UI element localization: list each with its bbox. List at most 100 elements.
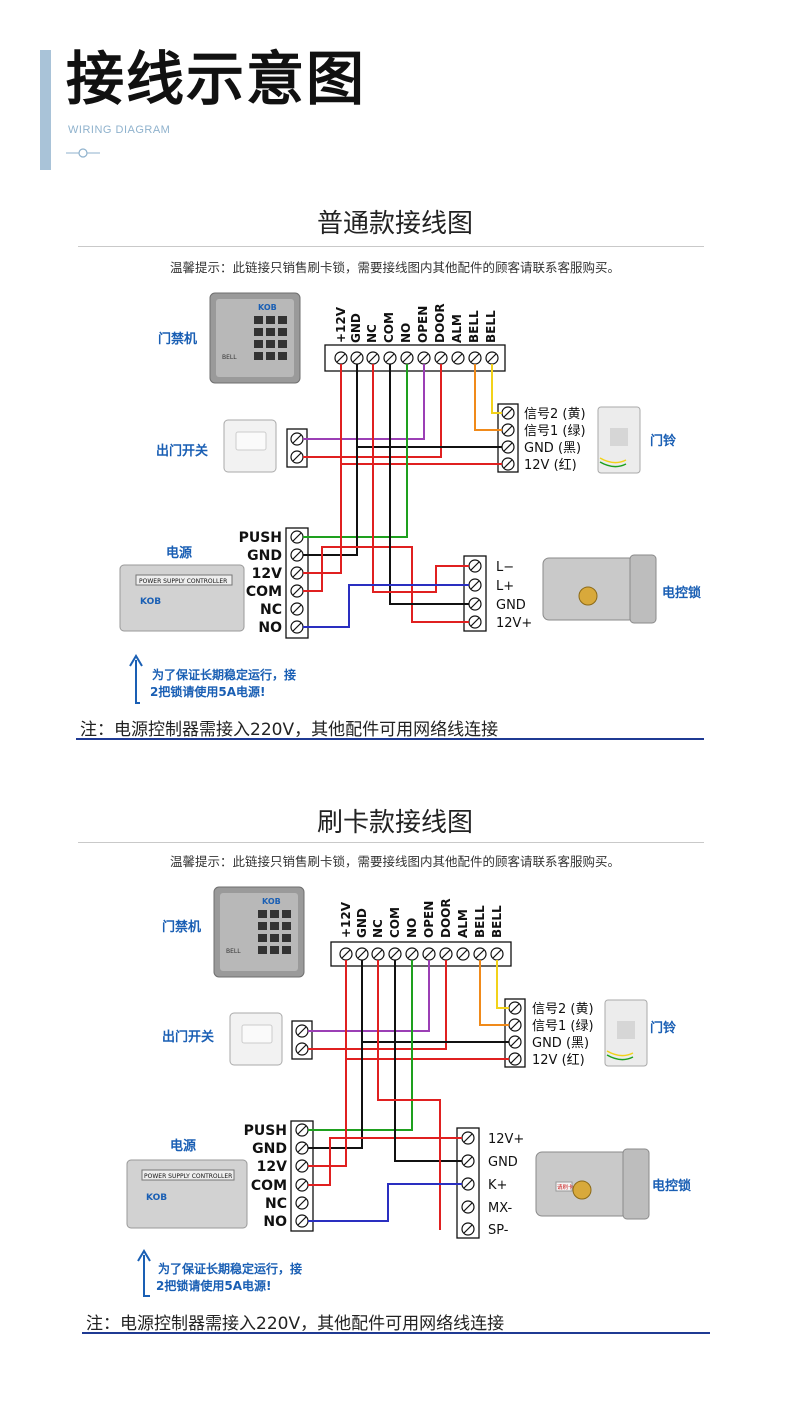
- screw-slot: [341, 949, 351, 959]
- access-controller-device: KOB BELL: [209, 292, 301, 384]
- screw-slot: [292, 452, 302, 462]
- header-ornament-icon: [66, 148, 100, 158]
- doorbell-terminal-labels: 信号2 (黄) 信号1 (绿) GND (黑) 12V (红): [524, 407, 586, 473]
- controller-terminal-labels: +12V GND NC COM NO OPEN DOOR ALM BELL BE…: [334, 303, 498, 343]
- screw-slot: [470, 580, 480, 590]
- doorbell-terminal: [504, 998, 526, 1068]
- header-accent-bar: [40, 50, 51, 170]
- wiring-diagram-2: KOB BELL 门禁机 +12V GND NC COM NO OPEN DOO…: [126, 886, 691, 1297]
- wire-yellow-bell: [496, 960, 509, 1009]
- bell-term-label: GND (黑): [524, 441, 581, 456]
- term-label: BELL: [484, 310, 498, 343]
- bell-term-label: GND (黑): [532, 1036, 589, 1051]
- electric-lock-device: [542, 554, 657, 624]
- label-access-controller: 门禁机: [162, 919, 201, 935]
- wire-black-bell: [361, 960, 509, 1043]
- term-label: BELL: [473, 905, 487, 938]
- screw-slot: [297, 1125, 307, 1135]
- lock-terminal-labels: 12V+ GND K+ MX- SP-: [488, 1132, 524, 1238]
- psu-term-label: 12V: [257, 1159, 287, 1175]
- psu-term-label: NC: [260, 602, 282, 618]
- screw-slot: [292, 550, 302, 560]
- exit-switch-device: [223, 419, 277, 473]
- bell-term-label: 12V (红): [524, 457, 577, 473]
- wire-green-push: [308, 960, 413, 1131]
- psu-term-label: 12V: [252, 566, 282, 582]
- lock-term-label: K+: [488, 1178, 507, 1193]
- term-label: +12V: [334, 306, 348, 343]
- exit-switch-screws: [290, 432, 304, 464]
- screw-slot: [475, 949, 485, 959]
- section-1-title: 普通款接线图: [316, 209, 473, 239]
- psu-term-label: NC: [265, 1196, 287, 1212]
- term-label: BELL: [467, 310, 481, 343]
- bell-term-label: 信号1 (绿): [532, 1019, 594, 1034]
- access-controller-device: KOB BELL: [213, 886, 305, 978]
- term-label: NC: [365, 324, 379, 343]
- wire-yellow-bell: [491, 364, 502, 414]
- screw-slot: [368, 353, 378, 363]
- psu-term-label: COM: [246, 584, 282, 600]
- label-doorbell: 门铃: [650, 433, 676, 449]
- term-label: GND: [355, 908, 369, 938]
- page-subtitle: WIRING DIAGRAM: [68, 124, 171, 136]
- screw-slot: [292, 586, 302, 596]
- screw-slot: [292, 568, 302, 578]
- lock-term-label: GND: [488, 1155, 518, 1170]
- electric-lock-device: 请刷卡: [535, 1148, 650, 1220]
- wire-red-bell: [345, 960, 509, 1060]
- psu-term-label: NO: [263, 1214, 287, 1230]
- screw-slot: [385, 353, 395, 363]
- psu-face-label: POWER SUPPLY CONTROLLER: [139, 578, 227, 585]
- wire-red-12v: [308, 1059, 347, 1167]
- screw-slot: [436, 353, 446, 363]
- wire-blue-no: [303, 584, 469, 628]
- section-1-note-underline: [76, 738, 704, 740]
- section-2-divider: [78, 842, 704, 843]
- screw-slot: [352, 353, 362, 363]
- screw-slot: [292, 434, 302, 444]
- screw-slot: [297, 1198, 307, 1208]
- screw-slot: [407, 949, 417, 959]
- screw-slot: [463, 1224, 473, 1234]
- screw-slot: [402, 353, 412, 363]
- term-label: NC: [371, 919, 385, 938]
- warning-line1: 为了保证长期稳定运行，接: [152, 667, 296, 682]
- term-label: DOOR: [433, 303, 447, 343]
- screw-slot: [292, 622, 302, 632]
- power-supply-device: POWER SUPPLY CONTROLLER KOB: [119, 564, 245, 632]
- lock-term-label: 12V+: [496, 616, 532, 631]
- lock-terminal: [463, 555, 487, 632]
- screw-slot: [458, 949, 468, 959]
- exit-switch-device: [229, 1012, 283, 1066]
- controller-brand: KOB: [258, 303, 277, 312]
- term-label: +12V: [339, 901, 353, 938]
- screw-slot: [297, 1161, 307, 1171]
- wire-orange-bell: [474, 364, 502, 431]
- wire-orange-bell: [479, 960, 509, 1026]
- psu-term-label: PUSH: [244, 1123, 287, 1139]
- label-doorbell: 门铃: [650, 1020, 676, 1036]
- screw-slot: [390, 949, 400, 959]
- section-2-tip: 温馨提示：此链接只销售刷卡锁，需要接线图内其他配件的顾客请联系客服购买。: [169, 854, 620, 869]
- screw-slot: [510, 1037, 520, 1047]
- exit-switch-screws: [295, 1024, 309, 1056]
- screw-slot: [503, 459, 513, 469]
- psu-term-label: NO: [258, 620, 282, 636]
- warning-arrow-1: [129, 654, 143, 704]
- lock-screws: [461, 1131, 475, 1236]
- wire-red-lock-l-: [372, 364, 469, 593]
- warning-line2: 2把锁请使用5A电源!: [150, 684, 265, 699]
- lock-screws: [468, 559, 482, 629]
- psu-terminal-labels: PUSH GND 12V COM NC NO: [239, 530, 283, 636]
- wire-black-gnd: [308, 1042, 363, 1149]
- wire-red-bell: [340, 364, 502, 465]
- screw-slot: [297, 1044, 307, 1054]
- lock-term-label: 12V+: [488, 1132, 524, 1147]
- screw-slot: [297, 1216, 307, 1226]
- screw-slot: [424, 949, 434, 959]
- psu-face-label: POWER SUPPLY CONTROLLER: [144, 1173, 232, 1180]
- psu-term-label: GND: [247, 548, 282, 564]
- label-exit-switch: 出门开关: [162, 1029, 214, 1045]
- section-2-note-underline: [82, 1332, 710, 1334]
